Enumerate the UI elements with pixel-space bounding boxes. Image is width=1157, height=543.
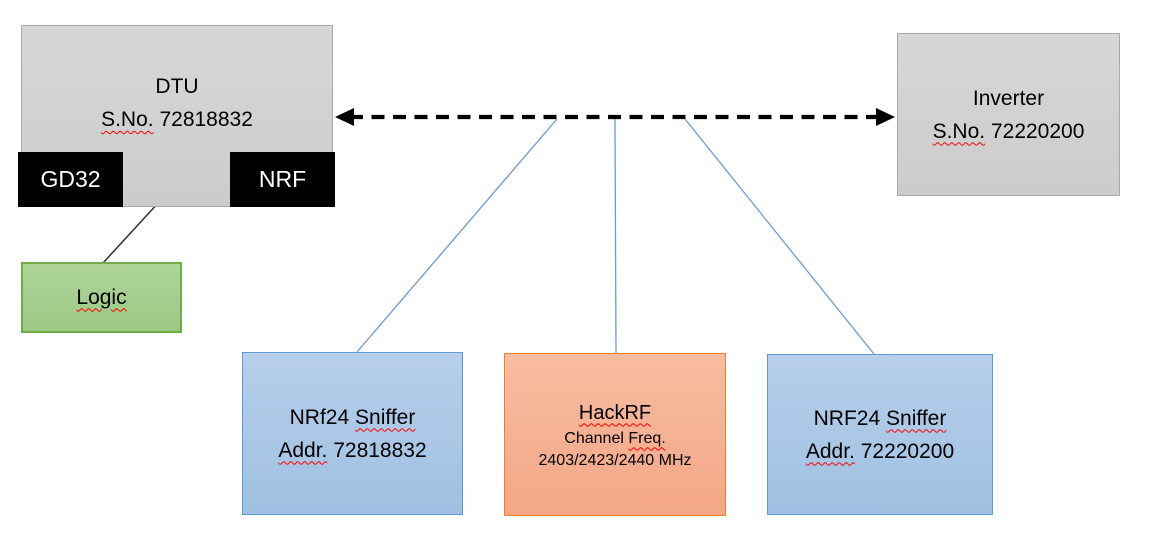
logic-label: Logic — [76, 285, 127, 309]
hackrf-channel-line: Channel Freq. — [564, 429, 666, 447]
inverter-serial-label: S.No. — [932, 119, 986, 143]
dtu-serial: S.No. 72818832 — [101, 103, 253, 136]
hackrf-title: HackRF — [578, 401, 652, 424]
gd32-label: GD32 — [40, 166, 101, 192]
sniffer-left-name: NRf24 Sniffer — [289, 405, 416, 429]
nrf-chip: NRF — [230, 152, 335, 207]
arrowhead-right-icon — [876, 108, 895, 126]
arrowhead-left-icon — [335, 108, 354, 126]
gd32-chip: GD32 — [18, 152, 123, 207]
tap-line-sniffer-right — [684, 118, 875, 355]
hackrf-frequencies: 2403/2423/2440 MHz — [538, 451, 692, 469]
tap-line-sniffer-left — [356, 118, 558, 353]
dtu-serial-value: 72818832 — [159, 108, 253, 131]
dtu-serial-label: S.No. — [101, 108, 154, 131]
dtu-inverter-dashed-arrow — [335, 108, 895, 126]
sniffer-right-box: NRF24 Sniffer Addr. 72220200 — [767, 354, 993, 515]
logic-box: Logic — [21, 262, 182, 333]
tap-line-hackrf — [614, 118, 617, 354]
inverter-title: Inverter — [972, 86, 1045, 110]
inverter-serial: S.No. 72220200 — [933, 115, 1085, 148]
sniffer-right-addr: Addr. 72220200 — [805, 439, 955, 463]
inverter-serial-value: 72220200 — [990, 119, 1085, 143]
hackrf-box: HackRF Channel Freq. 2403/2423/2440 MHz — [504, 353, 726, 516]
sniffer-right-name: NRF24 Sniffer — [813, 406, 947, 430]
sniffer-left-box: NRf24 Sniffer Addr. 72818832 — [242, 352, 463, 515]
sniffer-left-addr: Addr. 72818832 — [278, 438, 427, 462]
nrf-label: NRF — [258, 166, 307, 192]
inverter-box: Inverter S.No. 72220200 — [897, 33, 1120, 196]
dtu-title: DTU — [155, 75, 199, 98]
